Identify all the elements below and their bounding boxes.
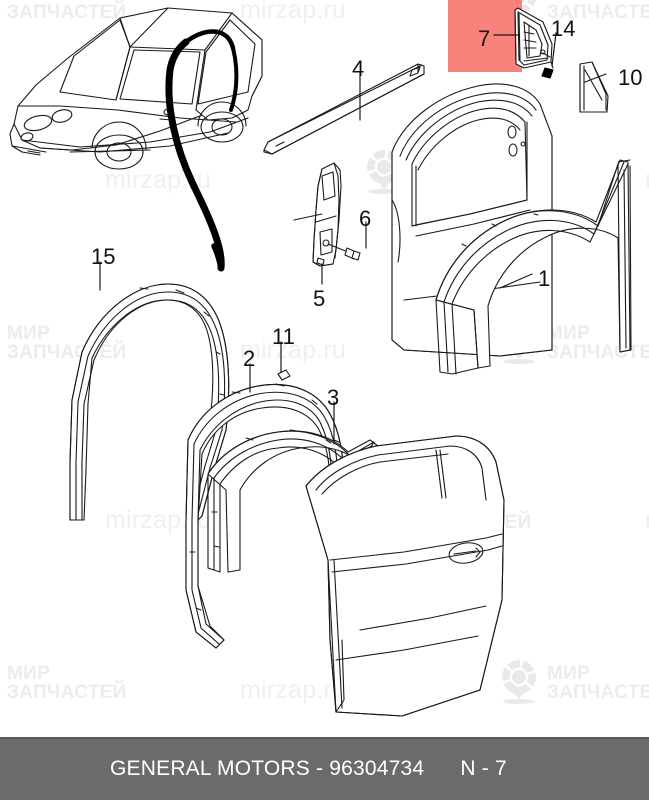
footer-page-reference: N - 7 [460,756,507,780]
callout-number-6[interactable]: 6 [359,206,372,231]
callout-number-10[interactable]: 10 [618,65,643,90]
part-4-belt-molding [263,63,425,155]
callout-number-7[interactable]: 7 [478,26,491,51]
front-door-assembly [391,83,553,357]
rear-door-panel [305,435,505,717]
callout-number-2[interactable]: 2 [243,346,256,371]
part-7-quarter-window-frame [514,7,553,69]
callout-number-11[interactable]: 11 [272,324,295,349]
part-10-corner-cover [579,61,609,113]
callout-number-3[interactable]: 3 [327,385,340,410]
part-6-screw [327,243,361,261]
part-14-fastener [541,61,554,79]
callout-number-15[interactable]: 15 [91,244,116,269]
footer-top-rule [0,737,649,739]
part-1-window-weatherstrip [435,159,632,375]
leader-lines [99,32,607,445]
callout-number-1[interactable]: 1 [538,266,551,291]
callout-number-14[interactable]: 14 [551,16,576,41]
footer-bar: GENERAL MOTORS - 96304734 N - 7 [0,737,649,800]
callout-number-4[interactable]: 4 [352,56,365,81]
callout-number-5[interactable]: 5 [313,286,326,311]
diagram-artwork [9,7,632,717]
footer-manufacturer-part: GENERAL MOTORS - 96304734 [110,756,425,780]
part-15-run-channel [69,283,230,523]
part-5-pillar-trim [293,162,342,267]
weatherstrip-on-car [165,29,239,272]
part-11-clip [277,369,291,381]
